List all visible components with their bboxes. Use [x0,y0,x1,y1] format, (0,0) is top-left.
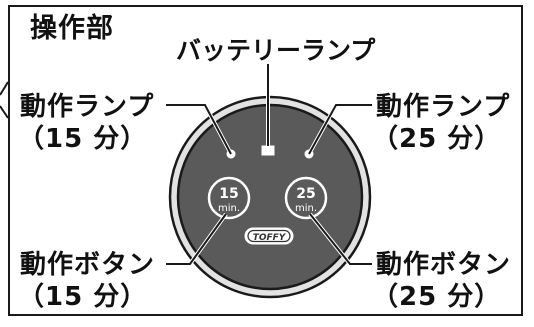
battery-lamp [261,145,275,156]
leader-lamp-25-inner [308,104,372,155]
logo-text: TOFFY [253,233,287,243]
toffy-logo: TOFFY [244,227,294,245]
page-title: 操作部 [30,13,114,44]
leader-button-15-inner [166,213,227,265]
button-25-label: 動作ボタン [376,250,512,280]
button-25-unit: min. [295,203,317,214]
lamp-25-duration: （25 分） [372,124,502,154]
lamp-25-label: 動作ランプ [376,92,511,122]
button-15-duration: （15 分） [18,282,148,312]
lamp-15-label: 動作ランプ [20,92,155,122]
button-15-number: 15 [219,186,238,202]
lamp-15-duration: （15 分） [18,124,148,154]
leader-button-25-inner [309,213,372,265]
leader-lamp-15-inner [166,104,232,155]
frame-notch [0,81,9,119]
button-15-label: 動作ボタン [20,250,156,280]
button-25-duration: （25 分） [372,282,502,312]
button-15-min[interactable]: 15 min. [207,176,251,220]
battery-lamp-label: バッテリーランプ [176,36,376,65]
button-25-min[interactable]: 25 min. [284,176,328,220]
button-25-number: 25 [296,186,315,202]
button-15-unit: min. [218,203,240,214]
